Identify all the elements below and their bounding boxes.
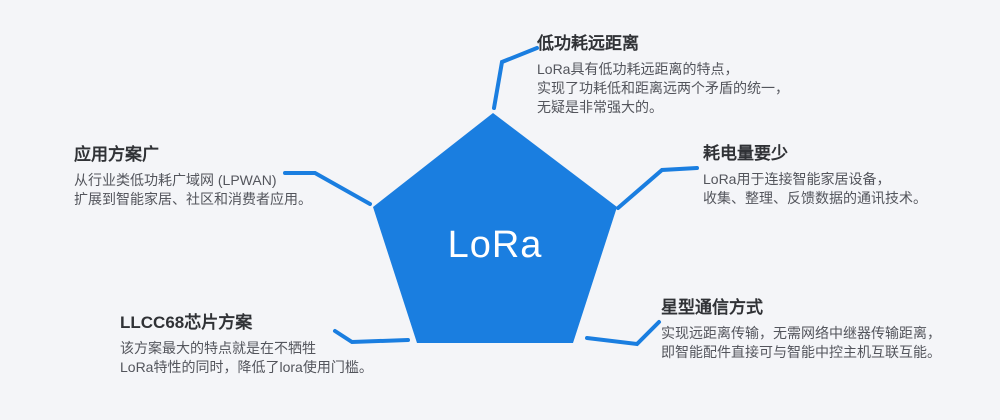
feature-title: 耗电量要少	[703, 144, 788, 163]
feature-title: LLCC68芯片方案	[120, 313, 253, 332]
feature-description-line: 从行业类低功耗广域网 (LPWAN)	[74, 172, 277, 188]
feature-description-line: LoRa具有低功耗远距离的特点，	[537, 61, 739, 77]
feature-description-line: LoRa特性的同时，降低了lora使用门槛。	[120, 359, 373, 375]
feature-description-line: 即智能配件直接可与智能中控主机互联互能。	[661, 344, 941, 360]
feature-title: 低功耗远距离	[537, 34, 639, 53]
pentagon-center-label: LoRa	[447, 224, 543, 266]
feature-description: LoRa用于连接智能家居设备， 收集、整理、反馈数据的通讯技术。	[703, 170, 927, 208]
feature-description-line: 扩展到智能家居、社区和消费者应用。	[74, 191, 312, 207]
feature-description: LoRa具有低功耗远距离的特点， 实现了功耗低和距离远两个矛盾的统一， 无疑是非…	[537, 60, 789, 117]
feature-description-line: 实现远距离传输，无需网络中继器传输距离，	[661, 325, 941, 341]
feature-title: 星型通信方式	[661, 298, 763, 317]
feature-star-communication: 星型通信方式 实现远距离传输，无需网络中继器传输距离， 即智能配件直接可与智能中…	[661, 297, 941, 362]
feature-description-line: LoRa用于连接智能家居设备，	[703, 171, 891, 187]
feature-description-line: 实现了功耗低和距离远两个矛盾的统一，	[537, 80, 789, 96]
feature-llcc68-chip-solution: LLCC68芯片方案 该方案最大的特点就是在不牺牲 LoRa特性的同时，降低了l…	[120, 312, 373, 377]
connector-bottom-right-line	[585, 320, 661, 347]
feature-title: 应用方案广	[74, 145, 159, 164]
feature-description: 该方案最大的特点就是在不牺牲 LoRa特性的同时，降低了lora使用门槛。	[120, 339, 373, 377]
connector-top-line	[492, 46, 539, 110]
feature-low-energy-consumption: 耗电量要少 LoRa用于连接智能家居设备， 收集、整理、反馈数据的通讯技术。	[703, 143, 927, 208]
feature-description: 实现远距离传输，无需网络中继器传输距离， 即智能配件直接可与智能中控主机互联互能…	[661, 324, 941, 362]
feature-wide-application: 应用方案广 从行业类低功耗广域网 (LPWAN) 扩展到智能家居、社区和消费者应…	[74, 144, 312, 209]
feature-description-line: 收集、整理、反馈数据的通讯技术。	[703, 190, 927, 206]
feature-low-power-long-range: 低功耗远距离 LoRa具有低功耗远距离的特点， 实现了功耗低和距离远两个矛盾的统…	[537, 33, 789, 117]
connector-right-line	[616, 166, 699, 210]
feature-description-line: 无疑是非常强大的。	[537, 99, 663, 115]
feature-description-line: 该方案最大的特点就是在不牺牲	[120, 340, 316, 356]
connector-left-line	[283, 171, 372, 206]
feature-description: 从行业类低功耗广域网 (LPWAN) 扩展到智能家居、社区和消费者应用。	[74, 171, 312, 209]
connector-bottom-left-line	[333, 329, 410, 345]
pentagon-shape	[373, 113, 617, 343]
